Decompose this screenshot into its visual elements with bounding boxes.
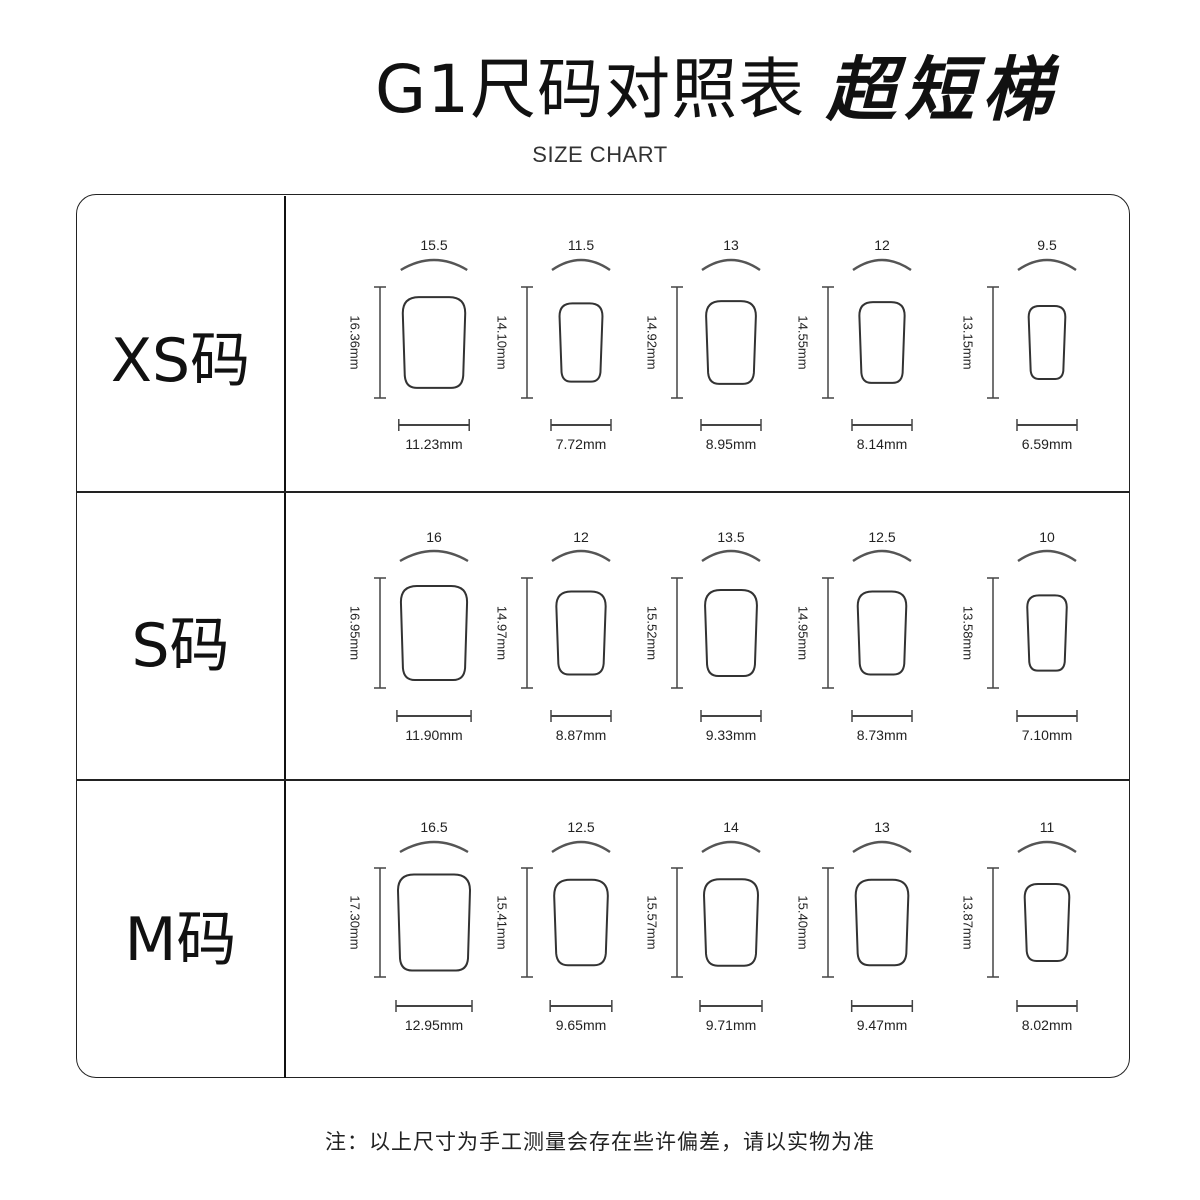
length-label: 15.40mm <box>796 895 811 949</box>
curve-arc <box>399 549 469 563</box>
nail-shape <box>1026 594 1068 672</box>
width-label: 12.95mm <box>405 1017 463 1033</box>
curve-arc <box>400 258 468 272</box>
nail-shape <box>854 878 910 967</box>
length-label: 15.41mm <box>495 895 510 949</box>
width-label: 11.90mm <box>405 727 462 743</box>
length-label: 14.95mm <box>796 606 811 660</box>
curve-arc <box>701 549 761 562</box>
curve-label: 13.5 <box>717 529 744 545</box>
curve-label: 12 <box>573 529 589 545</box>
nail-shape <box>401 296 467 389</box>
length-label: 14.97mm <box>495 606 510 660</box>
nail-shape <box>1023 883 1071 962</box>
nail-shape <box>396 873 472 972</box>
nail-shape <box>558 302 604 383</box>
width-label: 9.65mm <box>556 1017 607 1033</box>
length-label: 15.57mm <box>645 895 660 949</box>
table-row-divider <box>77 491 1129 493</box>
curve-label: 16 <box>426 529 442 545</box>
nail-shape <box>555 590 607 676</box>
curve-arc <box>1017 840 1077 853</box>
nail-shape <box>1027 305 1067 380</box>
style-name: 超短梯 <box>826 48 1060 131</box>
size-table <box>76 194 1130 1078</box>
width-label: 11.23mm <box>405 436 462 452</box>
table-row-divider <box>77 779 1129 781</box>
nail-shape <box>703 878 759 967</box>
size-label-m: M码 <box>124 905 237 975</box>
footnote: 注：以上尺寸为手工测量会存在些许偏差，请以实物为准 <box>325 1130 875 1154</box>
size-label-s: S码 <box>131 611 230 681</box>
nail-shape <box>856 590 908 676</box>
length-label: 16.36mm <box>348 315 363 369</box>
width-label: 9.33mm <box>706 727 757 743</box>
page-subtitle: SIZE CHART <box>532 142 668 167</box>
width-label: 8.95mm <box>706 436 757 452</box>
width-label: 7.72mm <box>556 436 607 452</box>
width-label: 8.02mm <box>1022 1017 1073 1033</box>
curve-label: 12 <box>874 237 890 253</box>
width-label: 6.59mm <box>1022 436 1073 452</box>
length-label: 17.30mm <box>348 895 363 949</box>
width-label: 8.87mm <box>556 727 607 743</box>
curve-arc <box>852 258 912 271</box>
width-label: 8.14mm <box>857 436 908 452</box>
width-label: 9.71mm <box>706 1017 757 1033</box>
curve-label: 9.5 <box>1037 237 1057 253</box>
nail-shape <box>705 300 757 385</box>
nail-shape <box>704 588 758 678</box>
width-label: 8.73mm <box>857 727 908 743</box>
nail-shape <box>858 301 906 384</box>
nail-shape <box>553 878 609 967</box>
curve-label: 13 <box>723 237 739 253</box>
curve-arc <box>551 258 611 271</box>
curve-arc <box>551 549 611 562</box>
curve-arc <box>701 840 761 853</box>
title-block: G1尺码对照表 超短梯 <box>0 48 1200 132</box>
curve-label: 12.5 <box>567 819 594 835</box>
curve-arc <box>551 840 611 853</box>
curve-arc <box>852 840 912 853</box>
length-label: 13.15mm <box>961 315 976 369</box>
length-label: 14.55mm <box>796 315 811 369</box>
curve-label: 13 <box>874 819 890 835</box>
curve-label: 15.5 <box>420 237 447 253</box>
width-label: 7.10mm <box>1022 727 1073 743</box>
curve-label: 16.5 <box>420 819 447 835</box>
size-label-xs: XS码 <box>110 326 251 396</box>
curve-arc <box>852 549 912 562</box>
length-label: 13.58mm <box>961 606 976 660</box>
curve-label: 11.5 <box>568 237 594 253</box>
curve-arc <box>1017 549 1077 562</box>
curve-arc <box>1017 258 1077 271</box>
curve-label: 14 <box>723 819 739 835</box>
nail-shape <box>399 584 469 682</box>
length-label: 14.92mm <box>645 315 660 369</box>
length-label: 14.10mm <box>495 315 510 369</box>
curve-label: 11 <box>1040 819 1055 835</box>
curve-label: 12.5 <box>868 529 895 545</box>
page-title: G1尺码对照表 <box>375 51 806 128</box>
table-column-divider <box>284 196 286 1078</box>
curve-arc <box>701 258 761 271</box>
width-label: 9.47mm <box>857 1017 908 1033</box>
curve-label: 10 <box>1039 529 1055 545</box>
length-label: 13.87mm <box>961 895 976 949</box>
length-label: 15.52mm <box>645 606 660 660</box>
length-label: 16.95mm <box>348 606 363 660</box>
curve-arc <box>399 840 469 854</box>
